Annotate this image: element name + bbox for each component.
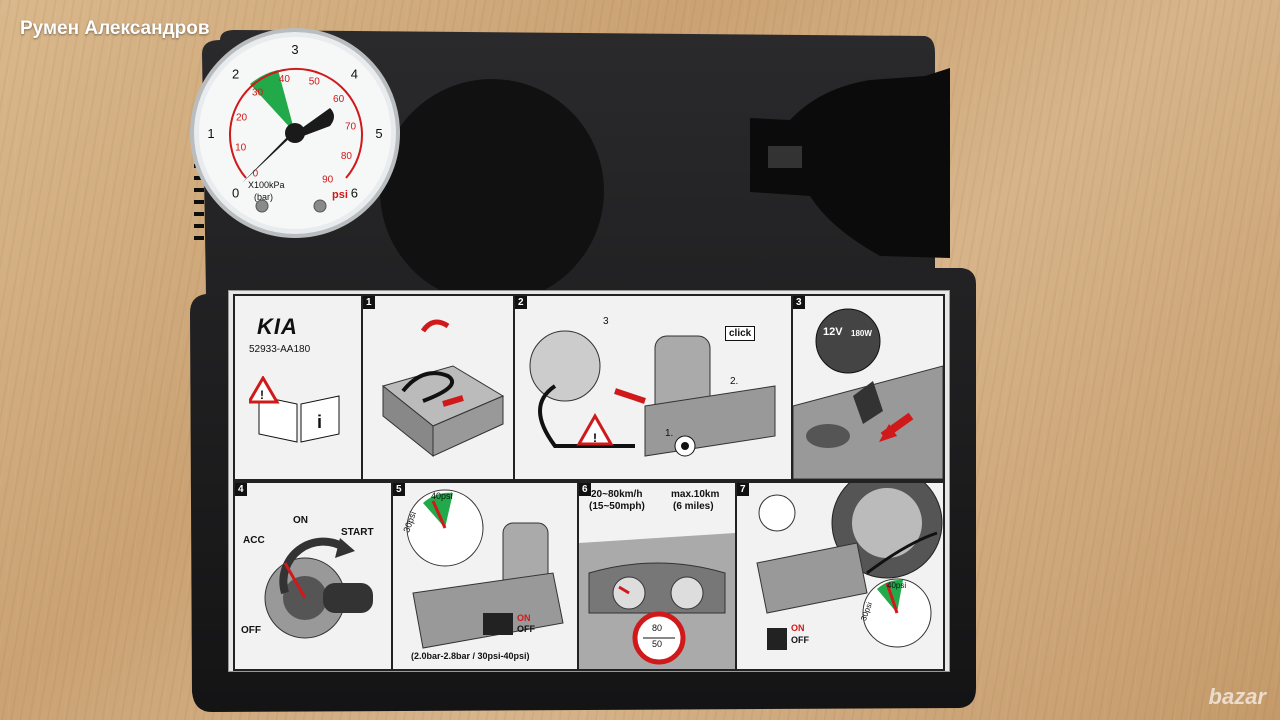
manual-book-icon: ! i [249, 376, 340, 443]
sign-top: 80 [652, 623, 663, 633]
panel-step-7: 7 ON OFF 30psi 40psi [735, 481, 945, 671]
step1-illustration [381, 319, 505, 458]
hose-connector [768, 146, 802, 168]
psi-tick-40: 40 [279, 74, 291, 85]
svg-text:!: ! [260, 388, 264, 402]
panel-step-5: 5 30psi 40psi ON OFF (2.0bar-2.8bar / 30… [391, 481, 579, 671]
psi-tick-0: 0 [253, 169, 259, 180]
svg-text:i: i [317, 412, 322, 432]
pressure-range-label: (2.0bar-2.8bar / 30psi-40psi) [411, 651, 530, 661]
on-label: ON [293, 515, 308, 526]
tire-inflator-compressor: 0 1 2 3 4 5 6 0 10 20 30 40 50 60 70 80 90 X100kPa (bar… [190, 28, 980, 712]
panel-step-6: 6 20~80km/h (15~50mph) max.10km (6 miles… [577, 481, 737, 671]
psi-tick-80: 80 [341, 151, 353, 162]
gauge-needle [242, 108, 334, 183]
start-label: START [341, 527, 374, 538]
bar-tick-4: 4 [351, 67, 358, 82]
acc-label: ACC [243, 535, 265, 546]
step5-illustration [406, 489, 564, 649]
psi-tick-60: 60 [333, 94, 345, 105]
step2-illustration: ! [529, 330, 776, 457]
site-logo: bazar [1208, 684, 1266, 709]
svg-text:!: ! [593, 431, 597, 445]
step-number-4: 4 [235, 483, 247, 496]
bar-tick-5: 5 [375, 126, 382, 141]
panel-step-4: 4 ACC ON START OFF [233, 481, 393, 671]
brand-logo: KIA [257, 314, 298, 339]
pressure-gauge: 0 1 2 3 4 5 6 0 10 20 30 40 50 60 70 80 90 X100kPa (bar… [190, 28, 400, 238]
step7-off-label: OFF [791, 635, 809, 645]
step-number-1: 1 [363, 296, 375, 309]
click-label: click [725, 326, 756, 341]
instruction-label: KIA 52933-AA180 ! i 1 2 [228, 290, 950, 672]
switch-on-label: ON [517, 613, 531, 623]
bar-tick-2: 2 [232, 67, 239, 82]
psi-tick-90: 90 [322, 175, 334, 186]
panel-step-1: 1 [361, 294, 515, 481]
part-number: 52933-AA180 [249, 344, 311, 355]
unit-bar-line2: (bar) [254, 192, 273, 202]
step-number-3: 3 [793, 296, 805, 309]
gauge-screw-left [255, 199, 269, 213]
step2-mark-3: 3 [603, 316, 609, 327]
dashboard-illustration [579, 533, 735, 669]
step-number-2: 2 [515, 296, 527, 309]
psi40-label: 40psi [431, 491, 453, 501]
distance-mi-label: (6 miles) [673, 501, 714, 512]
panel-step-2: 2 ! click 1. 2. 3 [513, 294, 793, 481]
step2-mark-2: 2. [730, 376, 739, 387]
distance-label: max.10km [671, 489, 720, 500]
psi-tick-50: 50 [309, 76, 321, 87]
step-number-6: 6 [579, 483, 591, 496]
step7-on-label: ON [791, 623, 805, 633]
unit-bar-line1: X100kPa [248, 180, 285, 190]
psi-tick-70: 70 [345, 121, 357, 132]
psi-tick-30: 30 [252, 87, 264, 98]
psi-tick-10: 10 [235, 143, 247, 154]
unit-psi: psi [332, 189, 348, 201]
author-watermark: Румен Александров [20, 18, 210, 39]
bar-tick-6: 6 [351, 185, 358, 200]
step7-psi40-label: 40psi [887, 581, 907, 590]
panel-step-3: 3 12V 180W [791, 294, 945, 481]
off-label: OFF [241, 625, 261, 636]
gauge-green-zone [250, 70, 295, 133]
bar-tick-labels: 0 1 2 3 4 5 6 [207, 42, 382, 200]
sign-bottom: 50 [652, 639, 663, 649]
step3-illustration [793, 308, 943, 479]
psi-tick-labels: 0 10 20 30 40 50 60 70 80 90 [235, 74, 356, 186]
power-watt-label: 180W [851, 329, 872, 338]
gauge-bezel-outer [380, 79, 604, 303]
step-number-5: 5 [393, 483, 405, 496]
bar-tick-3: 3 [291, 42, 298, 57]
step2-mark-1: 1. [665, 428, 674, 439]
hose-compartment [750, 68, 950, 258]
psi-tick-20: 20 [236, 113, 248, 124]
switch-off-label: OFF [517, 624, 535, 634]
ignition-illustration [264, 537, 373, 639]
panel-brand: KIA 52933-AA180 ! i [233, 294, 363, 481]
step-number-7: 7 [737, 483, 749, 496]
speed-label: 20~80km/h [591, 489, 643, 500]
bar-tick-0: 0 [232, 185, 239, 200]
step7-illustration [756, 483, 943, 650]
gauge-screw-right [313, 199, 327, 213]
bar-tick-1: 1 [207, 126, 214, 141]
power-label: 12V [823, 326, 843, 338]
speed-mph-label: (15~50mph) [589, 501, 645, 512]
